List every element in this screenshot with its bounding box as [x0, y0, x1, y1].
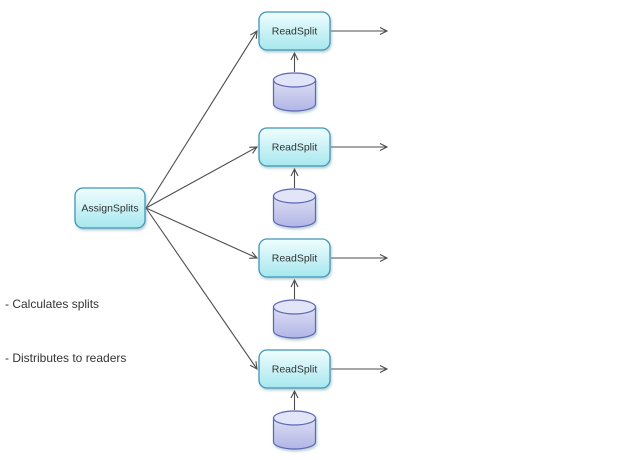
node-read-split-2-label: ReadSplit [272, 142, 318, 154]
node-read-split-2: ReadSplit [258, 127, 331, 167]
edge-assign-to-read-split-2 [145, 146, 259, 209]
node-read-split-1-label: ReadSplit [272, 26, 318, 38]
database-cylinder-icon-3 [272, 299, 317, 339]
node-read-split-3-shape [258, 238, 331, 278]
edges-layer [145, 27, 389, 410]
annotation-line-1: - Calculates splits [5, 297, 100, 311]
node-read-split-4-shape [258, 349, 331, 389]
annotation-line-2: - Distributes to readers [5, 351, 127, 365]
database-cylinder-icon-4 [272, 410, 317, 450]
node-read-split-4: ReadSplit [258, 349, 331, 389]
node-read-split-3-label: ReadSplit [272, 253, 318, 265]
node-assign-splits-shape [74, 187, 146, 229]
annotation-text: - Calculates splits - Distributes to rea… [5, 259, 126, 403]
node-read-split-1: ReadSplit [258, 11, 331, 51]
database-cylinder-icon-2 [272, 188, 317, 228]
nodes-layer: AssignSplitsReadSplitReadSplitReadSplitR… [74, 11, 331, 450]
node-read-split-4-label: ReadSplit [272, 364, 318, 376]
database-cylinder-icon-1 [272, 72, 317, 112]
node-read-split-2-shape [258, 127, 331, 167]
node-read-split-3: ReadSplit [258, 238, 331, 278]
edge-assign-to-read-split-4 [145, 207, 258, 371]
edge-assign-to-read-split-1 [145, 29, 258, 209]
node-assign-splits: AssignSplits [74, 187, 146, 229]
node-assign-splits-label: AssignSplits [81, 203, 138, 215]
edge-assign-to-read-split-3 [145, 207, 259, 259]
node-read-split-1-shape [258, 11, 331, 51]
